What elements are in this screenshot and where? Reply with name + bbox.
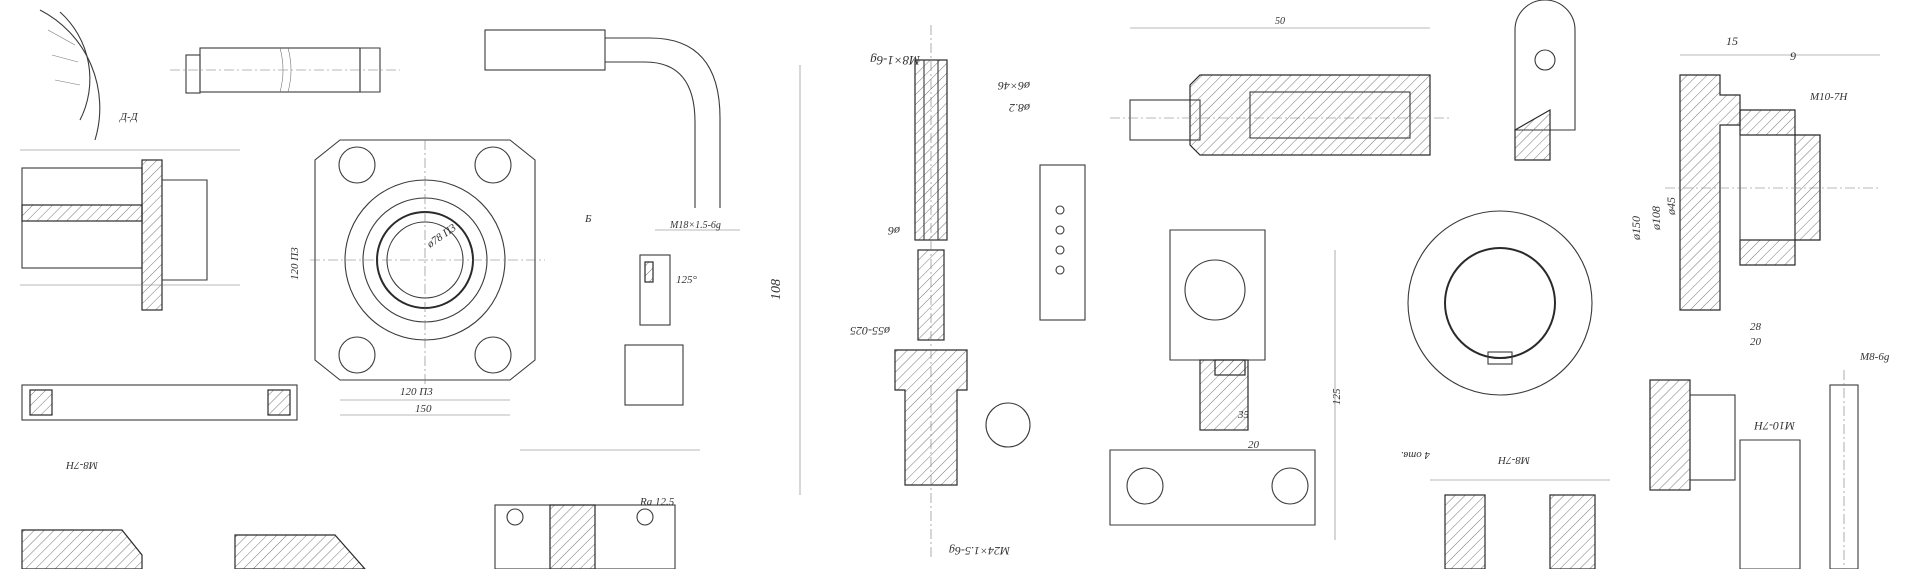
sleeve-section: Д-Д: [20, 111, 240, 311]
label-flange-28: 28: [1750, 321, 1762, 333]
label-arm-20: 20: [1248, 439, 1260, 451]
square-flange: 120 П3 150 ø78 П3 120 П3 Б: [289, 139, 592, 416]
block-part: Ra 12.5: [494, 449, 700, 569]
label-flange-w1: 120 П3: [400, 386, 433, 398]
label-shaft-bottom: M24×1.5-6g: [949, 544, 1011, 558]
flange-section: 15 9 M10-7H ø150 ø108 ø45 28 20: [1629, 34, 1880, 348]
label-dim-50: 50: [1275, 16, 1285, 27]
label-arm-125: 125: [1331, 388, 1343, 405]
crank-piece: [1514, 0, 1576, 161]
hole-column: [1039, 164, 1086, 321]
label-flange-9: 9: [1790, 49, 1796, 63]
threaded-pin: M18×1.5-6g 125°: [624, 220, 740, 406]
label-dim-ra: Ra 12.5: [639, 496, 675, 508]
label-key-m8: M8-7H: [1497, 454, 1531, 466]
keyed-shaft-bottom: M8-7H 4 отв.: [1401, 449, 1610, 569]
lever-arm: 35 20 125: [1109, 229, 1343, 540]
label-flange-15: 15: [1726, 34, 1738, 48]
center-shaft: M8×1-6g ø6×46 ø8.2 108 ø6 ø55-025 M24×1.…: [769, 25, 1031, 560]
label-flange-d2: ø108: [1649, 206, 1663, 231]
hose-tube: [484, 29, 721, 208]
bottom-right-parts: M10-7H M8-6g: [1649, 351, 1890, 569]
label-shaft-top: M8×1-6g: [870, 53, 921, 68]
label-m10-bottom: M10-7H: [1753, 419, 1796, 433]
label-arm-35: 35: [1237, 409, 1250, 421]
label-shaft-len: 108: [769, 279, 784, 300]
stepped-shaft: 50: [1110, 16, 1450, 156]
label-d-section: Д-Д: [119, 111, 139, 123]
label-shaft-d2: ø8.2: [1009, 101, 1031, 115]
label-flange-w2: 150: [415, 403, 432, 415]
bar-part: M8-7H: [21, 384, 298, 471]
label-flange-d1: ø150: [1629, 216, 1643, 241]
label-pin-thread: M18×1.5-6g: [669, 220, 721, 231]
label-key-a: 4 отв.: [1401, 449, 1430, 461]
label-flange-20: 20: [1750, 336, 1762, 348]
label-shaft-d3: ø6: [888, 224, 901, 238]
label-dim-b: Б: [584, 213, 592, 225]
bottom-left-part: [21, 529, 366, 569]
bolt-drawing: [170, 47, 400, 94]
label-flange-m10: M10-7H: [1809, 91, 1848, 103]
label-m8-left: M8-7H: [65, 459, 99, 471]
label-m8-right: M8-6g: [1859, 351, 1890, 363]
label-shaft-d1: ø6×46: [998, 79, 1031, 93]
label-flange-d3: ø45: [1664, 197, 1678, 216]
label-pin-angle: 125°: [676, 274, 698, 286]
keyed-ring: [1407, 210, 1593, 396]
disc-fragment: [39, 9, 101, 141]
label-shaft-tol: ø55-025: [850, 324, 891, 338]
label-flange-side: 120 П3: [289, 247, 301, 280]
